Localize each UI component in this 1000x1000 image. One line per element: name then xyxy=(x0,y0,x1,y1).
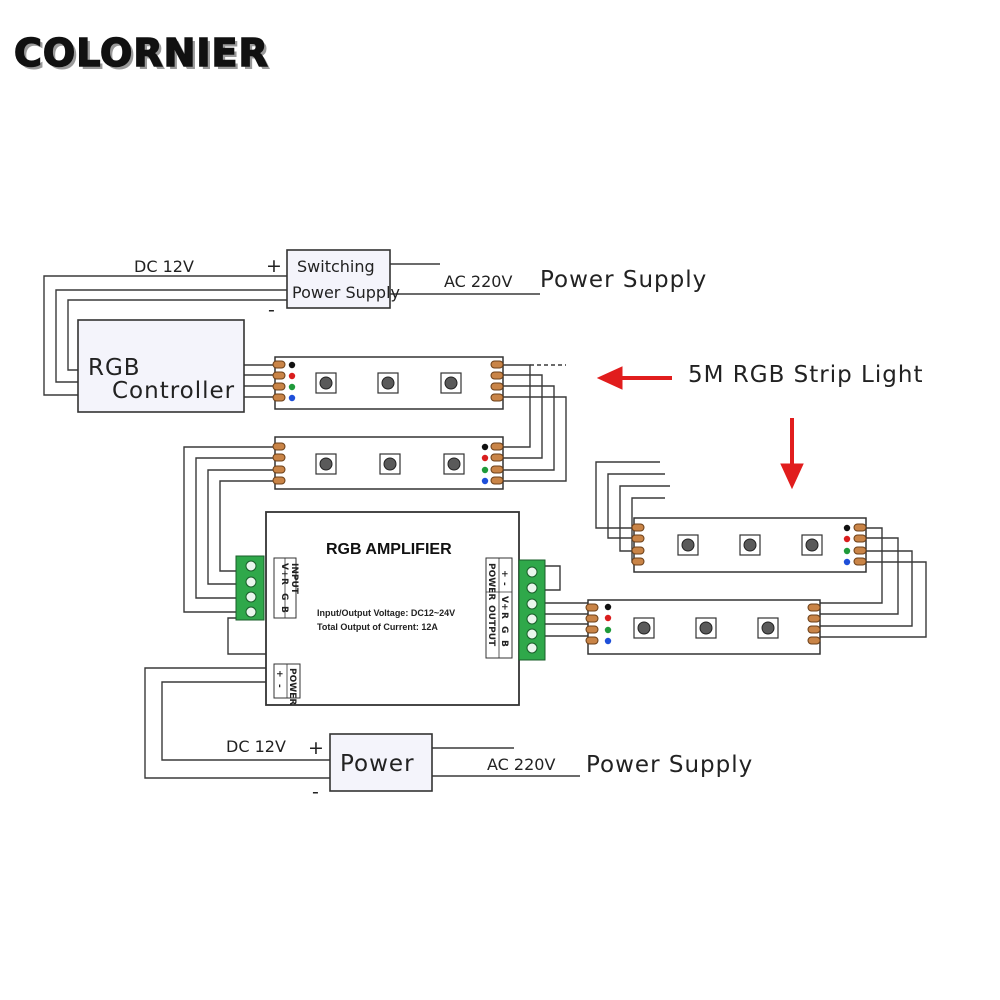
minus-label-top: - xyxy=(268,299,275,321)
plus-label-bottom: + xyxy=(308,737,324,759)
input-pin-panel: INPUT V+ R G B xyxy=(273,557,299,619)
led-strip-1 xyxy=(272,356,504,410)
arrow-left-icon xyxy=(596,366,672,390)
brand-logo: COLORNIER COLORNIER xyxy=(13,30,272,78)
power-supply-label-bottom: Power Supply xyxy=(586,752,753,778)
input-terminal-block xyxy=(235,555,265,621)
amplifier-spec-voltage: Input/Output Voltage: DC12~24V xyxy=(317,608,455,618)
rgb-controller: RGB Controller xyxy=(77,319,245,413)
ac-220v-label-bottom: AC 220V xyxy=(487,755,555,774)
svg-text:POWER: POWER xyxy=(287,668,297,705)
svg-text:COLORNIER: COLORNIER xyxy=(14,31,269,75)
svg-text:COLORNIER: COLORNIER xyxy=(17,34,272,78)
strip-light-label: 5M RGB Strip Light xyxy=(688,362,923,388)
dc-12v-label-top: DC 12V xyxy=(134,257,194,276)
amplifier-title: RGB AMPLIFIER xyxy=(326,541,452,558)
power-unit: Power xyxy=(329,733,433,792)
power-pin-panel: POWER + - xyxy=(273,663,301,705)
controller-label-1: RGB xyxy=(88,355,141,381)
switching-power-supply: Switching Power Supply xyxy=(286,249,400,309)
led-strip-4 xyxy=(585,599,821,655)
amplifier-box xyxy=(265,511,520,706)
svg-text:INPUT: INPUT xyxy=(289,563,299,595)
output-pin-panel: POWER + - OUTPUT V+ R G B xyxy=(485,557,513,659)
svg-text:-: - xyxy=(499,582,509,586)
svg-text:R: R xyxy=(499,612,509,619)
svg-text:OUTPUT: OUTPUT xyxy=(486,605,496,647)
svg-text:+: + xyxy=(499,570,509,578)
power-label: Power xyxy=(340,751,415,777)
controller-label-2: Controller xyxy=(112,378,235,404)
svg-text:V+: V+ xyxy=(279,563,289,578)
led-strip-3 xyxy=(631,517,867,573)
minus-label-bottom: - xyxy=(312,781,319,803)
wires xyxy=(43,263,927,779)
svg-text:G: G xyxy=(499,626,509,633)
switching-supply-box xyxy=(286,249,391,309)
svg-text:B: B xyxy=(279,606,289,613)
led-strip-2 xyxy=(272,436,504,490)
ac-220v-label-top: AC 220V xyxy=(444,272,512,291)
plus-label-top: + xyxy=(266,255,282,277)
svg-text:-: - xyxy=(274,684,284,688)
svg-text:B: B xyxy=(499,640,509,647)
amplifier-spec-current: Total Output of Current: 12A xyxy=(317,622,438,632)
svg-text:POWER: POWER xyxy=(486,563,496,600)
power-supply-label-top: Power Supply xyxy=(540,267,707,293)
svg-text:G: G xyxy=(279,593,289,600)
rgb-amplifier: RGB AMPLIFIER Input/Output Voltage: DC12… xyxy=(235,511,546,706)
controller-box xyxy=(77,319,245,413)
power-box xyxy=(329,733,433,792)
switching-supply-label-2: Power Supply xyxy=(292,283,400,302)
svg-text:V+: V+ xyxy=(499,596,509,611)
dc-12v-label-bottom: DC 12V xyxy=(226,737,286,756)
svg-text:+: + xyxy=(274,670,284,678)
arrow-down-icon xyxy=(780,418,804,490)
svg-text:R: R xyxy=(279,578,289,585)
output-terminal-block xyxy=(518,559,546,661)
switching-supply-label-1: Switching xyxy=(297,257,375,276)
